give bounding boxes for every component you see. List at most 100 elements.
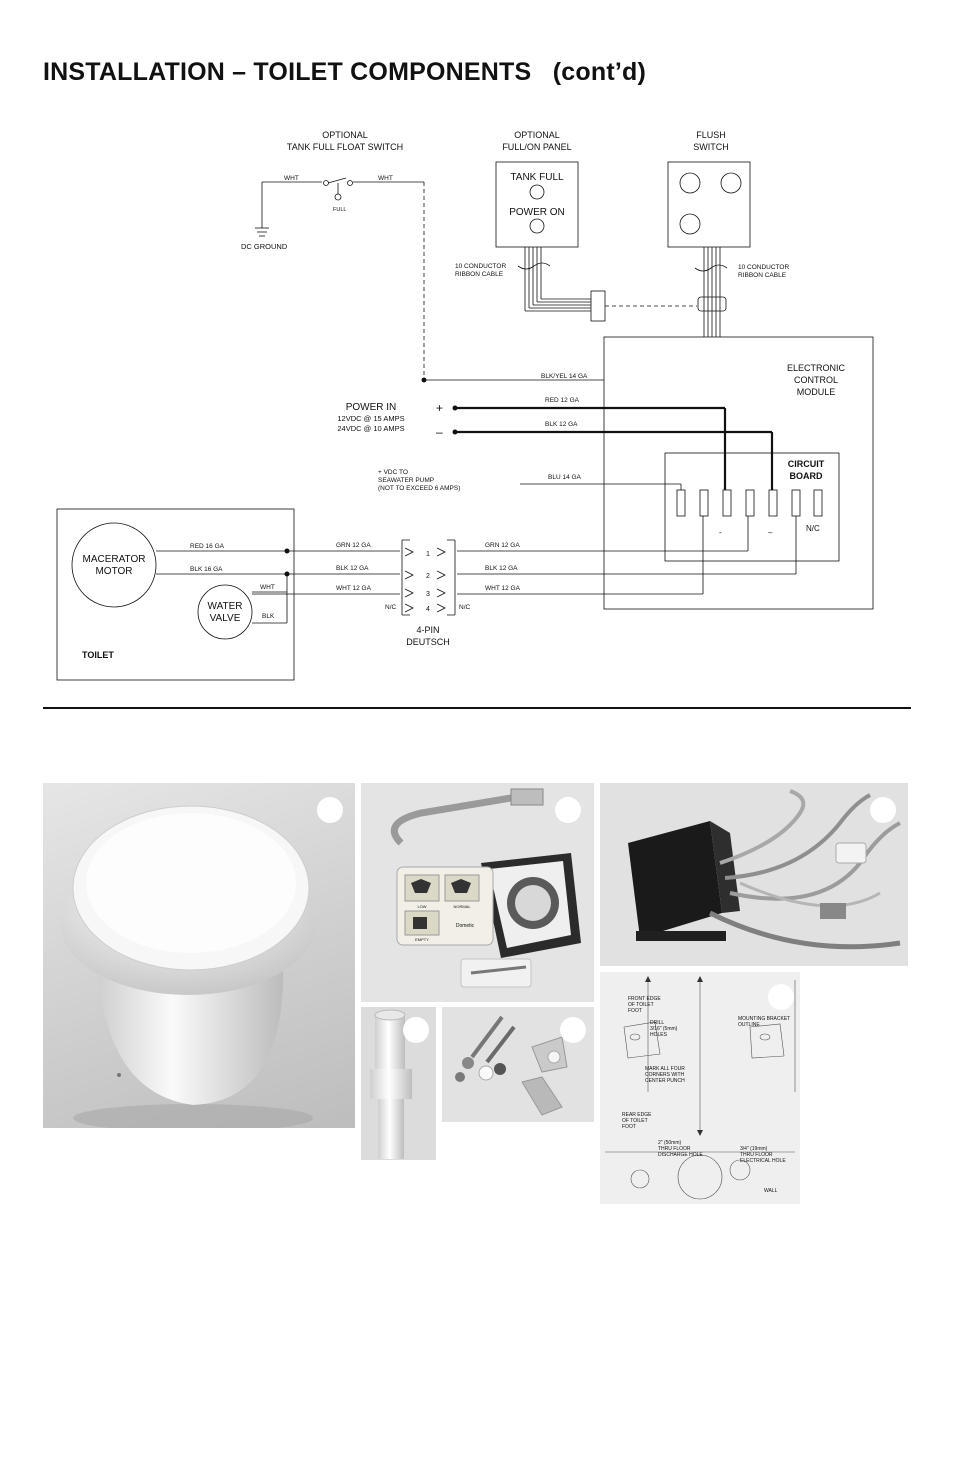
- flush-label-1: FLUSH: [696, 130, 726, 140]
- tpl-rear-edge-3: FOOT: [622, 1124, 636, 1130]
- water-valve-label-1: WATER: [208, 601, 243, 612]
- wire-wht-12-right: WHT 12 GA: [485, 585, 521, 592]
- section-divider: [43, 707, 911, 709]
- pin-4: 4: [426, 606, 430, 613]
- minus-sign: –: [436, 425, 443, 439]
- discharge-fitting-photo: [361, 1007, 436, 1160]
- control-module-illustration: [628, 789, 901, 950]
- wire-grn-12-right: GRN 12 GA: [485, 542, 520, 549]
- photo-marker-d: [403, 1017, 429, 1043]
- ecm-label-3: MODULE: [797, 387, 836, 397]
- tpl-front-edge-2: OF TOILET: [628, 1002, 654, 1008]
- board-minus-2: –: [768, 528, 773, 537]
- tpl-discharge-1: 2" (50mm): [658, 1140, 682, 1146]
- pump-note-2: SEAWATER PUMP: [378, 477, 434, 484]
- panel-label-low: LOW: [417, 904, 426, 909]
- panel-label-2: FULL/ON PANEL: [502, 142, 571, 152]
- tpl-electrical-3: ELECTRICAL HOLE: [740, 1158, 786, 1164]
- photo-marker-c: [870, 797, 896, 823]
- float-switch-label-2: TANK FULL FLOAT SWITCH: [287, 142, 403, 152]
- power-in-label: POWER IN: [346, 402, 397, 413]
- power-24v-label: 24VDC @ 10 AMPS: [337, 424, 404, 433]
- wire-red-12: RED 12 GA: [545, 397, 580, 404]
- wire-blk-12-right: BLK 12 GA: [485, 565, 518, 572]
- float-wht-left: WHT: [284, 175, 299, 182]
- nc-right: N/C: [459, 604, 471, 611]
- tpl-front-edge-3: FOOT: [628, 1008, 642, 1014]
- power-on-label: POWER ON: [509, 207, 565, 218]
- deutsch-label-1: 4-PIN: [416, 625, 439, 635]
- panel-label-1: OPTIONAL: [514, 130, 560, 140]
- pump-note-3: (NOT TO EXCEED 6 AMPS): [378, 485, 460, 492]
- control-module-photo: [600, 783, 908, 966]
- photo-marker-e: [560, 1017, 586, 1043]
- macerator-label-1: MACERATOR: [83, 554, 146, 565]
- float-switch-label-1: OPTIONAL: [322, 130, 368, 140]
- pin-1: 1: [426, 551, 430, 558]
- wire-red-16: RED 16 GA: [190, 543, 225, 550]
- water-valve-label-2: VALVE: [210, 613, 241, 624]
- toilet-label: TOILET: [82, 650, 114, 660]
- tpl-bracket-1: MOUNTING BRACKET: [738, 1016, 790, 1022]
- ribbon-right-2: RIBBON CABLE: [738, 272, 787, 279]
- ecm-label-1: ELECTRONIC: [787, 363, 846, 373]
- page-title: INSTALLATION – TOILET COMPONENTS (cont’d…: [43, 58, 647, 86]
- tpl-mark-3: CENTER PUNCH: [645, 1078, 685, 1084]
- tpl-rear-edge-1: REAR EDGE: [622, 1112, 652, 1118]
- wire-blk-16: BLK 16 GA: [190, 566, 223, 573]
- tank-full-label: TANK FULL: [510, 172, 564, 183]
- toilet-photo: [43, 783, 355, 1128]
- nc-left: N/C: [385, 604, 397, 611]
- ribbon-right-1: 10 CONDUCTOR: [738, 264, 789, 271]
- tpl-mark-1: MARK ALL FOUR: [645, 1066, 685, 1072]
- hardware-illustration: [455, 1015, 568, 1116]
- board-minus: -: [719, 528, 722, 537]
- toilet-illustration: [60, 805, 316, 1128]
- tpl-discharge-3: DISCHARGE HOLE: [658, 1152, 703, 1158]
- installation-template-photo: FRONT EDGE OF TOILET FOOT DRILL 3/16" (5…: [600, 972, 800, 1204]
- wire-blk-yel: BLK/YEL 14 GA: [541, 373, 588, 380]
- tpl-front-edge-1: FRONT EDGE: [628, 996, 661, 1002]
- float-wht-right: WHT: [378, 175, 393, 182]
- tpl-wall: WALL: [764, 1188, 778, 1194]
- dc-ground-label: DC GROUND: [241, 242, 288, 251]
- wire-wht-12-left: WHT 12 GA: [336, 585, 372, 592]
- tpl-mark-2: CORNERS WITH: [645, 1072, 685, 1078]
- panel-label-empty: EMPTY: [415, 937, 429, 942]
- panel-kit-photo: LOW NORMAL EMPTY Dometic: [361, 783, 594, 1002]
- tpl-rear-edge-2: OF TOILET: [622, 1118, 648, 1124]
- tpl-drill-3: HOLES: [650, 1032, 668, 1038]
- panel-label-brand: Dometic: [456, 923, 475, 929]
- power-12v-label: 12VDC @ 15 AMPS: [337, 414, 404, 423]
- wire-wht: WHT: [260, 584, 275, 591]
- deutsch-label-2: DEUTSCH: [406, 637, 450, 647]
- macerator-label-2: MOTOR: [95, 566, 132, 577]
- tpl-drill-1: DRILL: [650, 1020, 664, 1026]
- fitting-illustration: [370, 1009, 412, 1159]
- wire-grn-12-left: GRN 12 GA: [336, 542, 371, 549]
- tpl-electrical-2: THRU FLOOR: [740, 1152, 773, 1158]
- photo-marker-f: [768, 984, 794, 1010]
- hardware-photo: [442, 1007, 594, 1122]
- circuit-board-label-1: CIRCUIT: [788, 459, 825, 469]
- pin-2: 2: [426, 573, 430, 580]
- pump-note-1: + VDC TO: [378, 469, 408, 476]
- wire-blk-12: BLK 12 GA: [545, 421, 578, 428]
- wire-blk: BLK: [262, 613, 275, 620]
- photo-marker-a: [317, 797, 343, 823]
- template-illustration: FRONT EDGE OF TOILET FOOT DRILL 3/16" (5…: [605, 976, 796, 1200]
- ribbon-left-1: 10 CONDUCTOR: [455, 263, 506, 270]
- flush-label-2: SWITCH: [693, 142, 729, 152]
- panel-kit-illustration: LOW NORMAL EMPTY Dometic: [390, 788, 581, 988]
- board-nc: N/C: [806, 524, 820, 533]
- ribbon-left-2: RIBBON CABLE: [455, 271, 504, 278]
- panel-label-normal: NORMAL: [453, 904, 471, 909]
- circuit-board-label-2: BOARD: [790, 471, 823, 481]
- tpl-electrical-1: 3/4" (19mm): [740, 1146, 768, 1152]
- wire-blk-12-left: BLK 12 GA: [336, 565, 369, 572]
- wiring-diagram: OPTIONAL TANK FULL FLOAT SWITCH OPTIONAL…: [56, 130, 874, 681]
- float-full-label: FULL: [333, 207, 346, 213]
- ecm-label-2: CONTROL: [794, 375, 838, 385]
- tpl-bracket-2: OUTLINE: [738, 1022, 760, 1028]
- photo-marker-b: [555, 797, 581, 823]
